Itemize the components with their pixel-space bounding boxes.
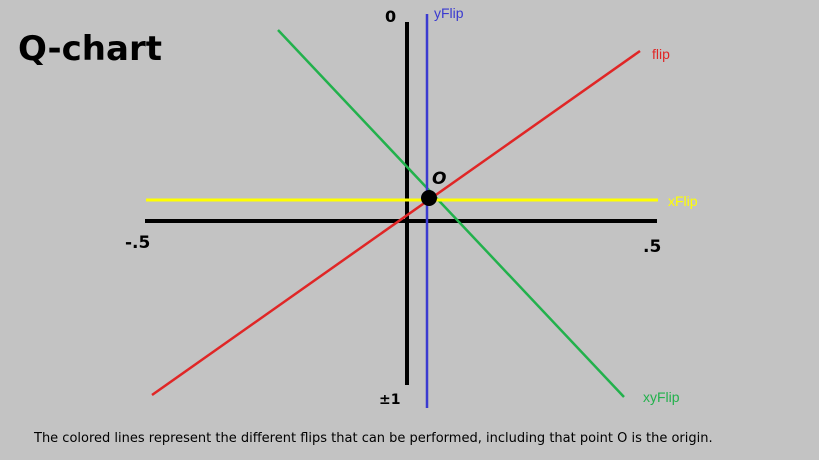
label-xflip: xFlip (668, 193, 698, 209)
chart-title: Q-chart (18, 29, 162, 69)
label-yflip: yFlip (434, 5, 464, 21)
label-xyflip: xyFlip (643, 389, 680, 405)
origin-point (421, 190, 437, 206)
xyflip-line (277, 29, 625, 398)
tick-x-max: .5 (643, 237, 661, 257)
label-flip: flip (652, 46, 670, 62)
flip-line (151, 49, 641, 397)
tick-y-bottom: ±1 (379, 392, 400, 408)
origin-label: O (432, 169, 446, 189)
tick-x-min: -.5 (125, 233, 150, 253)
caption: The colored lines represent the differen… (33, 431, 713, 446)
tick-y-top: 0 (385, 7, 396, 26)
